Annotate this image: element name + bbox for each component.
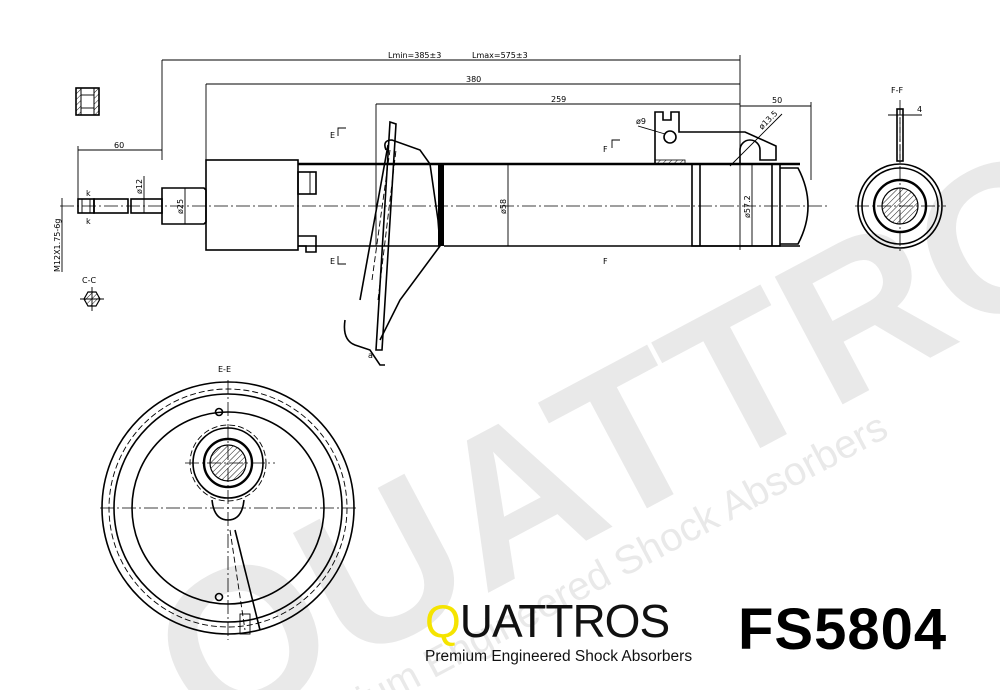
- section-k-top: k: [86, 189, 91, 198]
- dim-4: 4: [917, 105, 922, 114]
- dim-phi9: ø9: [636, 117, 646, 126]
- piston-rod: 60 ø12 k k ø25 M12X1.75-6g: [53, 141, 207, 272]
- nut-section-icon: [75, 87, 100, 116]
- dim-phi58: ø58: [499, 199, 508, 214]
- section-ee: E-E: [100, 365, 358, 640]
- brand-q-letter: Q: [425, 595, 461, 647]
- thread-spec: M12X1.75-6g: [53, 219, 62, 272]
- spring-seat: a: [343, 120, 441, 366]
- section-f-top: F: [603, 145, 608, 154]
- dim-259: 259: [551, 95, 566, 104]
- part-number: FS5804: [738, 597, 948, 662]
- section-f-bottom: F: [603, 257, 608, 266]
- section-e-top: E: [330, 131, 335, 140]
- brand-tagline: Premium Engineered Shock Absorbers: [425, 648, 693, 665]
- section-cc: C-C: [80, 276, 104, 311]
- section-cc-label: C-C: [82, 276, 96, 285]
- dim-phi25: ø25: [176, 199, 185, 214]
- overall-dimensions: Lmin=385±3 Lmax=575±3 380 259 50: [161, 51, 812, 250]
- dim-50: 50: [772, 96, 782, 105]
- section-ff-label: F-F: [891, 86, 903, 95]
- dim-380: 380: [466, 75, 481, 84]
- brand-name: QUATTROS: [425, 598, 692, 644]
- brand-logo: QUATTROS Premium Engineered Shock Absorb…: [425, 598, 692, 666]
- section-e-bottom: E: [330, 257, 335, 266]
- section-k-bottom: k: [86, 217, 91, 226]
- dim-phi12: ø12: [135, 179, 144, 194]
- section-ee-label: E-E: [218, 365, 231, 374]
- label-a: a: [368, 351, 373, 360]
- dim-phi57-2: ø57.2: [743, 195, 752, 218]
- dim-60: 60: [114, 141, 124, 150]
- section-ff: F-F 4: [855, 86, 946, 252]
- brand-name-rest: UATTROS: [459, 595, 670, 647]
- lmin-label: Lmin=385±3: [388, 51, 441, 60]
- lmax-label: Lmax=575±3: [472, 51, 528, 60]
- watermark: QUATTROS Premium Engineered Shock Absorb…: [116, 30, 1000, 690]
